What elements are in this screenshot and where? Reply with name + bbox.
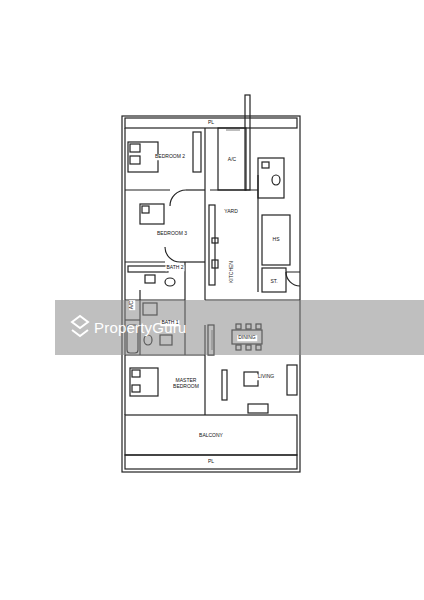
room-label: DINING [237,335,257,341]
room-label: PL [207,120,215,126]
room-label: BEDROOM 2 [154,154,186,160]
room-label: A/C [129,300,135,310]
room-label: BEDROOM 3 [156,231,188,237]
room-label: HS [272,237,281,243]
room-label: LIVING [257,374,275,380]
room-label: MASTER BEDROOM [172,378,200,389]
room-label: ST. [269,279,278,285]
room-label: A/C [227,157,237,163]
room-label: BATH 2 [165,265,184,271]
room-label: YARD [223,209,239,215]
room-label: BALCONY [198,433,224,439]
room-label: KITCHEN [229,260,235,284]
room-label: PL [207,459,215,465]
watermark: PropertyGuru [93,320,187,337]
